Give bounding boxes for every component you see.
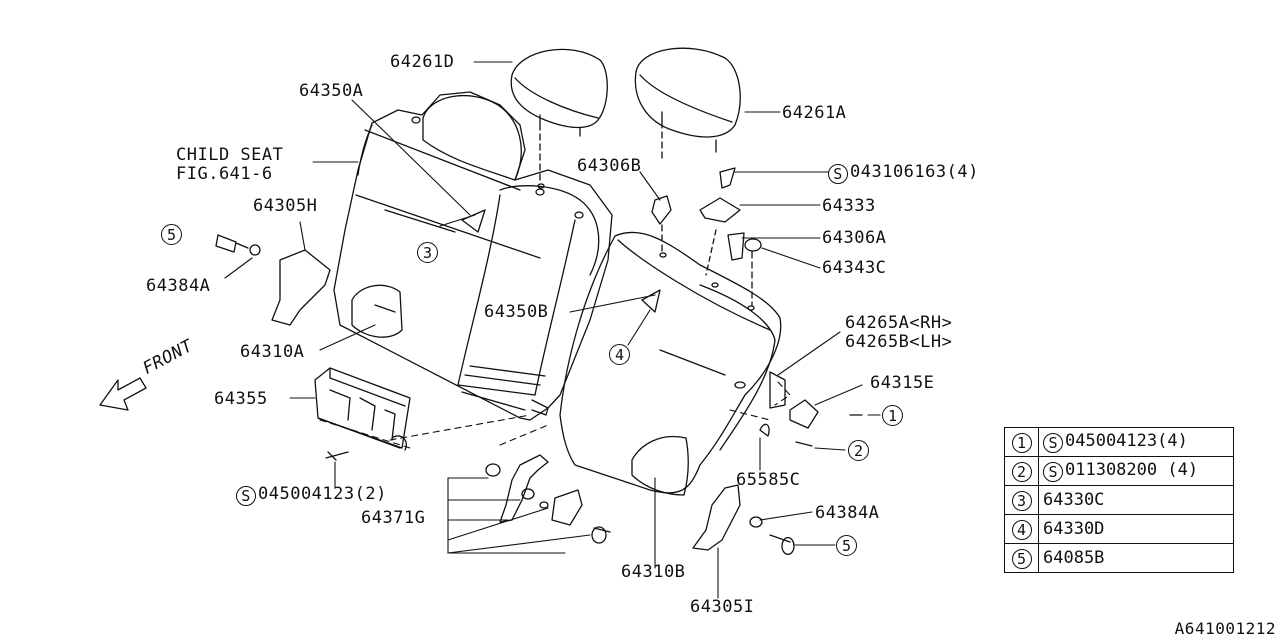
legend-value: 64330D — [1043, 519, 1105, 539]
ref-circle-4: 4 — [609, 344, 630, 365]
right-seatback-outline — [559, 231, 782, 496]
standard-part-symbol: S — [1043, 433, 1063, 453]
legend-value: 011308200 (4) — [1065, 460, 1199, 480]
label-64384a-right: 64384A — [815, 503, 880, 523]
legend-value-cell: 64330D — [1038, 514, 1234, 544]
label-child-seat: CHILD SEAT — [176, 145, 284, 165]
legend-num: 1 — [1011, 433, 1032, 453]
legend-num-cell: 2 — [1004, 456, 1039, 486]
label-64350a: 64350A — [299, 81, 364, 101]
legend-value: 64330C — [1043, 490, 1105, 510]
ref-circle-1: 1 — [882, 405, 903, 426]
armrest-bracket — [314, 367, 411, 461]
legend-num-cell: 1 — [1004, 427, 1039, 457]
label-64333: 64333 — [822, 196, 876, 216]
label-64305h: 64305H — [253, 196, 318, 216]
ref-circle-2: 2 — [848, 440, 869, 461]
standard-part-symbol: S — [828, 164, 848, 184]
label-64371g: 64371G — [361, 508, 426, 528]
label-65585c: 65585C — [736, 470, 801, 490]
label-64315e: 64315E — [870, 373, 935, 393]
left-headrest — [510, 48, 608, 189]
label-045004123-2-text: 045004123(2) — [258, 484, 387, 504]
label-64350b: 64350B — [484, 302, 549, 322]
catalog-id: A641001212 — [1174, 619, 1276, 638]
ref-circle-5-left: 5 — [161, 224, 182, 245]
label-64265a: 64265A<RH> — [845, 313, 953, 333]
right-headrest — [634, 47, 741, 253]
legend-num-cell: 4 — [1004, 514, 1039, 544]
legend-num: 3 — [1011, 491, 1032, 511]
legend-num: 4 — [1011, 520, 1032, 540]
label-64355: 64355 — [214, 389, 268, 409]
label-64265b: 64265B<LH> — [845, 332, 953, 352]
legend-row: 5 64085B — [1004, 543, 1234, 573]
ref-circle-5-right: 5 — [836, 535, 857, 556]
label-64310b: 64310B — [621, 562, 686, 582]
legend-num: 2 — [1011, 462, 1032, 482]
legend-value-cell: 64330C — [1038, 485, 1234, 515]
ref-circle-3: 3 — [417, 242, 438, 263]
front-arrow — [99, 377, 147, 411]
label-043106163-text: 043106163(4) — [850, 162, 979, 182]
standard-part-symbol: S — [236, 486, 256, 506]
label-64261d: 64261D — [390, 52, 455, 72]
legend-row: 3 64330C — [1004, 485, 1234, 515]
leader-lines — [224, 61, 881, 599]
standard-part-symbol: S — [1043, 462, 1063, 482]
headrest-guides — [651, 167, 762, 306]
hinge-bracket — [485, 454, 611, 544]
legend-num-cell: 5 — [1004, 543, 1039, 573]
label-64343c: 64343C — [822, 258, 887, 278]
legend-num: 5 — [1011, 549, 1032, 569]
left-seatback-outline — [333, 91, 613, 421]
hinge-assembly — [759, 371, 863, 447]
legend-value-cell: 64085B — [1038, 543, 1234, 573]
legend-num-cell: 3 — [1004, 485, 1039, 515]
legend-value: 64085B — [1043, 548, 1105, 568]
legend-row: 4 64330D — [1004, 514, 1234, 544]
label-64305i: 64305I — [690, 597, 755, 617]
label-64310a: 64310A — [240, 342, 305, 362]
side-bracket-left — [215, 234, 331, 326]
label-child-seat-fig: FIG.641-6 — [176, 164, 273, 184]
side-bracket-right — [692, 484, 795, 555]
label-64306a: 64306A — [822, 228, 887, 248]
legend-value: 045004123(4) — [1065, 431, 1188, 451]
label-64306b: 64306B — [577, 156, 642, 176]
label-64261a: 64261A — [782, 103, 847, 123]
assembly-dashes — [319, 381, 791, 449]
label-64384a-left: 64384A — [146, 276, 211, 296]
